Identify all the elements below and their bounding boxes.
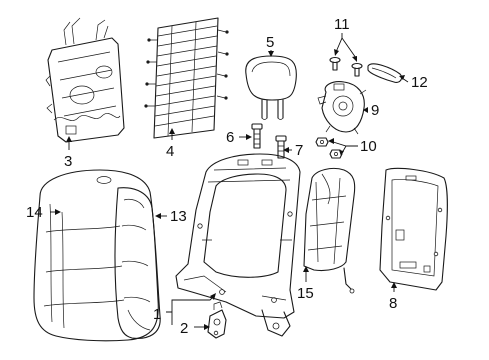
leader-lines: [50, 33, 409, 330]
callout-9: 9: [371, 102, 379, 119]
part-2-recliner-hinge: [207, 301, 227, 339]
part-1-backrest-frame: [175, 153, 301, 337]
part-11-screws: [329, 56, 363, 77]
callout-6: 6: [226, 129, 234, 146]
part-3-heater-pad: [45, 17, 125, 143]
callout-1: 1: [153, 306, 161, 323]
callout-8: 8: [389, 295, 397, 312]
callout-labels: 1 2 3 4 5 6 7 8 9 10 11 12 13 14 15: [26, 16, 428, 337]
part-7-guide-sleeve: [275, 135, 287, 159]
callout-10: 10: [360, 138, 377, 155]
part-9-recliner-mechanism: [317, 81, 367, 135]
part-14-backrest-cushion: [33, 169, 159, 342]
callout-15: 15: [297, 285, 314, 302]
callout-4: 4: [166, 143, 174, 160]
callout-12: 12: [411, 74, 428, 91]
part-10-nuts: [315, 137, 343, 159]
part-8-back-panel: [379, 167, 448, 291]
part-15-lumbar-support: [303, 167, 356, 294]
callout-5: 5: [266, 34, 274, 51]
part-5-headrest: [245, 55, 297, 120]
callout-14: 14: [26, 204, 43, 221]
part-6-guide-sleeve: [251, 123, 263, 149]
callout-7: 7: [295, 142, 303, 159]
part-4-spring-mat: [144, 17, 229, 139]
part-13-backrest-cover: [114, 187, 161, 339]
callout-2: 2: [180, 320, 188, 337]
callout-3: 3: [64, 153, 72, 170]
part-12-cover-cap: [367, 63, 403, 83]
callout-11: 11: [334, 16, 350, 33]
callout-13: 13: [170, 208, 187, 225]
